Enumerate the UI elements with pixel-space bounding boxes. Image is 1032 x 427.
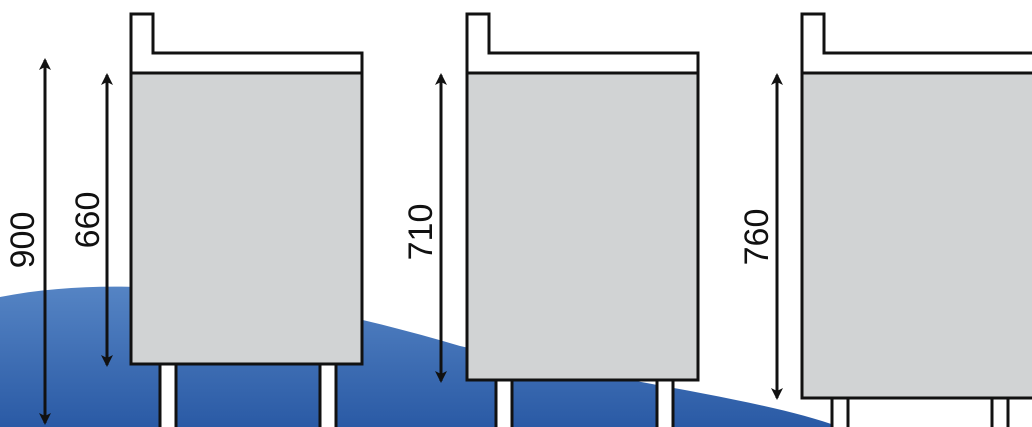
- cabinet-3: [800, 12, 1032, 427]
- cabinet-2-leg-left: [494, 378, 514, 427]
- cabinet-3-body: [800, 71, 1032, 400]
- cabinet-2: [465, 12, 700, 427]
- cabinet-1: [129, 12, 364, 427]
- cabinet-1-height-label: 660: [69, 192, 107, 249]
- cabinet-2-body: [465, 71, 700, 382]
- cabinet-1-body: [129, 71, 364, 366]
- cabinet-3-leg-left: [830, 396, 850, 427]
- cabinet-2-worktop: [465, 12, 700, 75]
- overall-height-label: 900: [4, 212, 42, 269]
- blue-swoosh-background: [0, 286, 840, 427]
- cabinet-3-height-label: 760: [738, 209, 776, 266]
- cabinet-3-worktop: [800, 12, 1032, 75]
- cabinet-1-leg-left: [158, 362, 178, 427]
- cabinet-2-height-label: 710: [402, 204, 440, 261]
- cabinet-3-leg-right: [990, 396, 1010, 427]
- cabinet-2-leg-right: [655, 378, 675, 427]
- cabinet-1-worktop: [129, 12, 364, 75]
- cabinet-1-leg-right: [318, 362, 338, 427]
